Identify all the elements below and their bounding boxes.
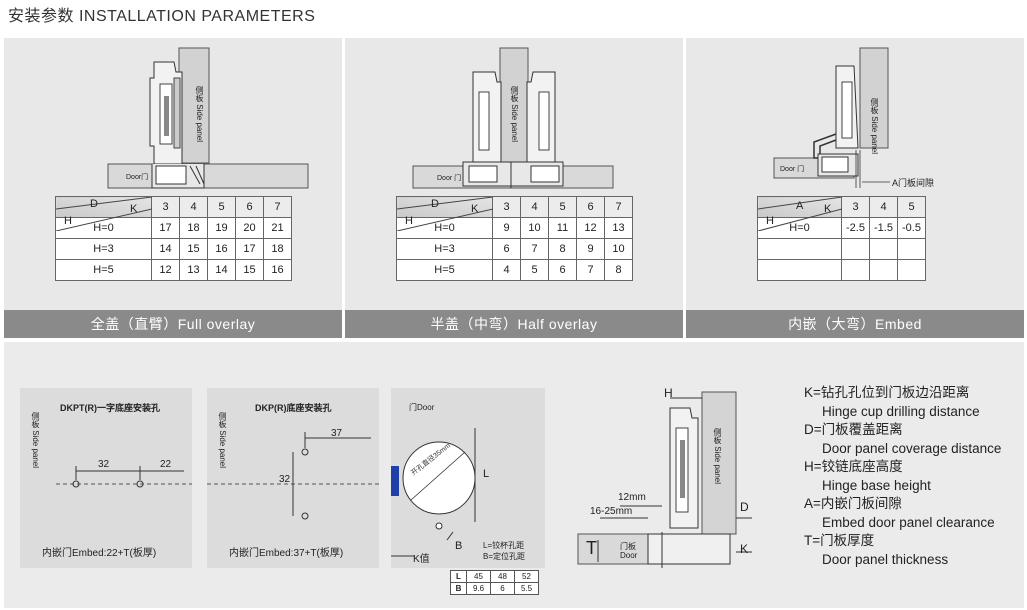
H-dim: H — [664, 386, 673, 400]
col-header: 6 — [235, 196, 264, 218]
dkp-title: DKP(R)底座安装孔 — [255, 403, 332, 413]
dim-32: 32 — [279, 474, 291, 485]
embed-panel: 侧板 Side panel Door 门 A门板间隙 A K H 3 4 5 H… — [686, 38, 1024, 338]
dkp-hole-drawing — [207, 432, 379, 520]
full-overlay-caption: 全盖（直臂）Full overlay — [4, 310, 342, 338]
dkp-box: DKP(R)底座安装孔 侧板 Side panel 37 32 内嵌门Embed… — [207, 388, 379, 568]
col-header: 3 — [151, 196, 180, 218]
table-row: H=0-2.5-1.5-0.5 — [757, 217, 926, 239]
dim-32: 32 — [98, 459, 110, 470]
col-header: 5 — [548, 196, 577, 218]
col-header: 7 — [604, 196, 633, 218]
col-header: 4 — [520, 196, 549, 218]
table-row — [757, 259, 926, 281]
gap-label: A门板间隙 — [892, 178, 935, 188]
col-header: 6 — [576, 196, 605, 218]
door-box: 门Door 开孔直径35mm L B K值 L=铰杯孔距 B=定位孔距 — [391, 388, 545, 568]
half-overlay-caption: 半盖（中弯）Half overlay — [345, 310, 683, 338]
B-label: B — [455, 540, 463, 552]
table-header-cell: D K H — [55, 196, 152, 231]
col-header: 4 — [179, 196, 208, 218]
door-panel-label: 门板 Door — [620, 542, 638, 560]
door-label: Door 门 — [437, 175, 462, 182]
embed-note: 内嵌门Embed:37+T(板厚) — [229, 548, 344, 559]
T-dim: T — [586, 538, 597, 558]
door-title: 门Door — [409, 403, 435, 412]
K-value-label: K值 — [413, 554, 430, 565]
page-title: 安装参数 INSTALLATION PARAMETERS — [8, 8, 316, 25]
dim-37: 37 — [331, 428, 343, 439]
B-note: B=定位孔距 — [483, 552, 526, 561]
col-header: 4 — [869, 196, 898, 218]
side-panel-label: 侧板 Side panel — [195, 86, 204, 143]
L-label: L — [483, 468, 490, 480]
K-dim: K — [740, 542, 749, 556]
door-cup-drawing — [391, 428, 476, 557]
col-header: 7 — [263, 196, 292, 218]
half-overlay-panel: 侧板 Side panel Door 门 D K H 3 4 5 6 7 H=0… — [345, 38, 683, 338]
dim-12mm: 12mm — [618, 492, 646, 503]
D-dim: D — [740, 500, 749, 514]
dim-22: 22 — [160, 459, 172, 470]
col-header: 5 — [207, 196, 236, 218]
table-header-cell: A K H — [757, 196, 842, 231]
full-overlay-hinge-drawing — [107, 47, 309, 189]
installation-details: DKPT(R)一字底座安装孔 侧板 Side panel 32 22 内嵌门Em… — [4, 342, 1024, 608]
side-panel-label: 侧板 Side panel — [713, 428, 722, 485]
table-row — [757, 238, 926, 260]
table-header-cell: D K H — [396, 196, 493, 231]
col-header: 3 — [841, 196, 870, 218]
dkpt-title: DKPT(R)一字底座安装孔 — [60, 403, 160, 413]
side-panel-label: 侧板 Side panel — [510, 86, 519, 143]
side-panel-label: 侧板 Side panel — [31, 412, 40, 469]
embed-note: 内嵌门Embed:22+T(板厚) — [42, 548, 157, 559]
dkpt-box: DKPT(R)一字底座安装孔 侧板 Side panel 32 22 内嵌门Em… — [20, 388, 192, 568]
half-overlay-hinge-drawing — [412, 47, 614, 189]
L-note: L=铰杯孔距 — [483, 541, 525, 550]
embed-caption: 内嵌（大弯）Embed — [686, 310, 1024, 338]
side-panel-label: 侧板 Side panel — [870, 98, 879, 155]
side-panel-label: 侧板 Side panel — [218, 412, 227, 469]
col-header: 3 — [492, 196, 521, 218]
col-header: 5 — [897, 196, 926, 218]
hinge-section-drawing — [577, 391, 752, 568]
door-label: Door 门 — [780, 166, 805, 173]
embed-table: A K H 3 4 5 H=0-2.5-1.5-0.5 — [757, 196, 926, 281]
door-label: Door门 — [126, 174, 149, 181]
dkpt-hole-drawing — [56, 466, 192, 488]
embed-hinge-drawing — [773, 47, 890, 188]
dim-16-25mm: 16-25mm — [590, 506, 633, 517]
